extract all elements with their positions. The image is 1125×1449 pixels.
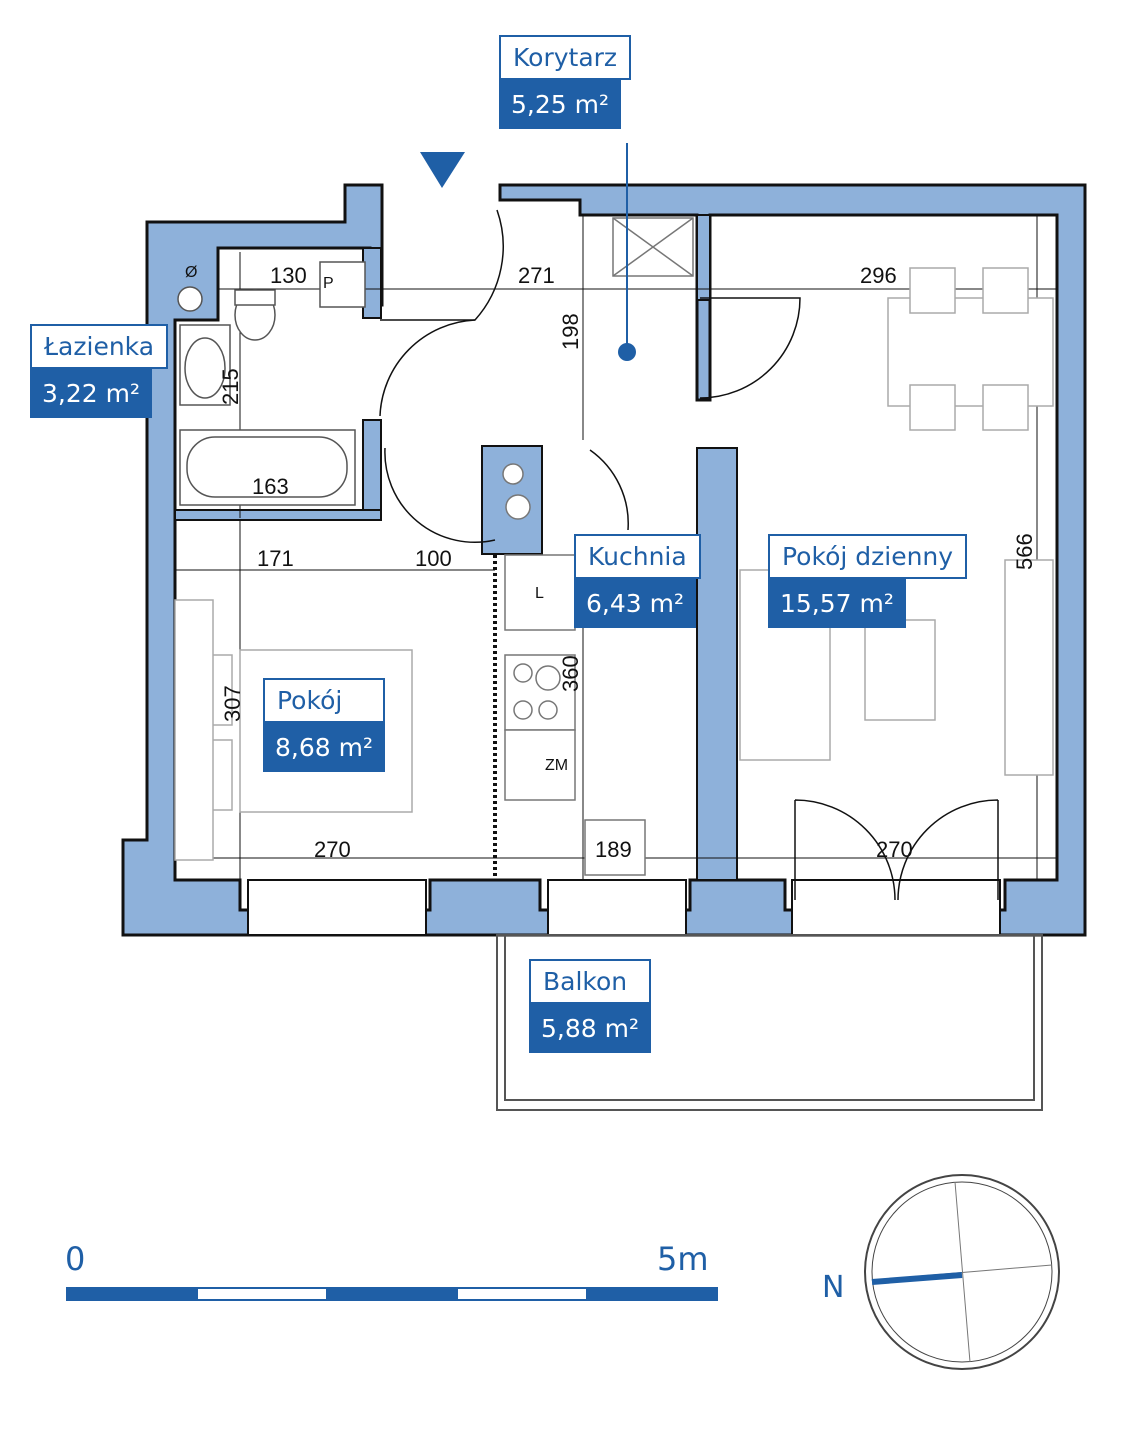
room-name: Balkon (529, 959, 651, 1004)
bathroom-wall-right-lower (362, 419, 382, 521)
corridor-shaft (612, 217, 694, 277)
room-area: 15,57 m² (768, 579, 906, 628)
windows (247, 879, 1001, 936)
tv-unit (1004, 559, 1054, 776)
scale-end-label: 5m (657, 1240, 709, 1278)
compass-needle (871, 1272, 963, 1285)
room-area: 5,88 m² (529, 1004, 651, 1053)
dim-215: 215 (218, 368, 243, 405)
room-area: 3,22 m² (30, 369, 152, 418)
dim-271: 271 (518, 263, 555, 288)
room-name: Łazienka (30, 324, 169, 369)
room-label-pokoj-dzienny: Pokój dzienny 15,57 m² (768, 534, 968, 628)
balcony-outline (496, 934, 1043, 1111)
room-label-pokoj: Pokój 8,68 m² (263, 678, 385, 772)
room-area: 6,43 m² (574, 579, 696, 628)
compass-north-label: N (822, 1270, 844, 1305)
fixture-label-l: L (535, 585, 544, 602)
room-label-korytarz: Korytarz 5,25 m² (499, 35, 632, 129)
living-furniture (739, 267, 1054, 776)
fixture-label-p: P (323, 275, 334, 292)
dim-270-living: 270 (876, 837, 913, 862)
scale-bar (66, 1287, 718, 1301)
scale-start-label: 0 (65, 1240, 86, 1278)
dim-270-room: 270 (314, 837, 351, 862)
room-label-kuchnia: Kuchnia 6,43 m² (574, 534, 701, 628)
bathroom-wall-bottom (174, 509, 382, 521)
kitchen-wall-right (696, 447, 738, 881)
dim-296: 296 (860, 263, 897, 288)
door-balcony (791, 879, 1001, 936)
kitchen-fixtures (502, 463, 646, 876)
corridor-pointer-dot (618, 343, 636, 361)
room-label-lazienka: Łazienka 3,22 m² (30, 324, 169, 418)
room-name: Kuchnia (574, 534, 701, 579)
dim-566: 566 (1012, 533, 1037, 570)
room-area: 8,68 m² (263, 723, 385, 772)
fixture-label-slash: Ø (185, 264, 197, 281)
dim-360: 360 (558, 655, 583, 692)
dim-130: 130 (270, 263, 307, 288)
room-label-balkon: Balkon 5,88 m² (529, 959, 651, 1053)
dim-171: 171 (257, 546, 294, 571)
entrance-arrow (420, 152, 465, 188)
dim-189: 189 (595, 837, 632, 862)
dim-198: 198 (558, 313, 583, 350)
room-area: 5,25 m² (499, 80, 621, 129)
corridor-wall-right (696, 214, 711, 301)
door-swings (379, 209, 999, 901)
room-name: Korytarz (499, 35, 632, 80)
fixture-label-zm: ZM (545, 757, 568, 774)
bathroom-fixtures (177, 261, 366, 506)
window-room (247, 879, 427, 936)
outer-wall (121, 183, 1087, 937)
dim-100: 100 (415, 546, 452, 571)
room-name: Pokój (263, 678, 385, 723)
compass (864, 1174, 1060, 1370)
kitchen-sink (584, 819, 646, 876)
dim-307: 307 (220, 685, 245, 722)
room-name: Pokój dzienny (768, 534, 968, 579)
window-kitchen (547, 879, 687, 936)
dim-163: 163 (252, 474, 289, 499)
